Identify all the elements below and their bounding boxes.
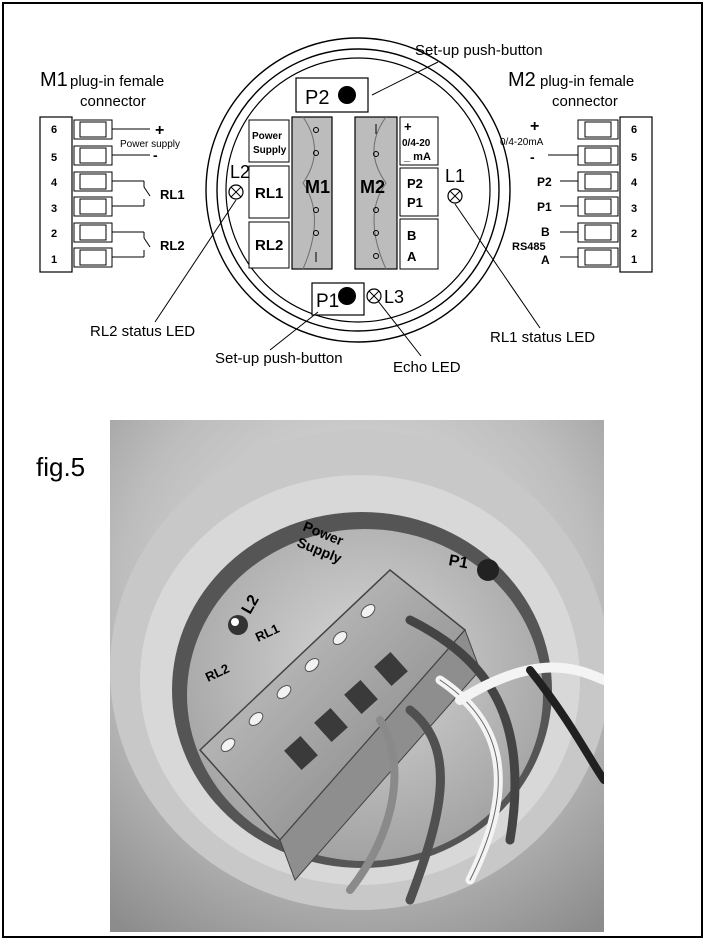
setup-button-bottom-callout: Set-up push-button (215, 350, 343, 367)
m2-title-line2: connector (552, 93, 618, 110)
m2-pin-3: 3 (631, 203, 637, 215)
p2-button-label: P2 (305, 87, 329, 109)
m2-terminal-slots (577, 119, 619, 268)
photo-p1-marking: P1 (447, 552, 469, 572)
m2-minus-label: - (530, 149, 535, 165)
figure-label: fig.5 (36, 452, 86, 482)
m2-board-label: M2 (360, 177, 385, 197)
setup-button-top-callout: Set-up push-button (415, 42, 543, 59)
power-label: Power (252, 131, 282, 142)
m1-pin-3: 3 (51, 203, 57, 215)
m2-p2-label: P2 (407, 176, 423, 191)
m2-a-label: A (541, 253, 550, 267)
m1-pin-5: 5 (51, 152, 57, 164)
power-supply-box (248, 119, 290, 163)
m2-current-label: 0/4-20mA (500, 137, 544, 148)
m2-connector-body (619, 116, 653, 273)
m1-board-label: M1 (305, 177, 330, 197)
m2-plus-label: + (530, 118, 539, 135)
m1-rl2-label: RL2 (160, 238, 185, 253)
m1-title-line2: connector (80, 93, 146, 110)
m2-pin-1: 1 (631, 254, 637, 266)
m2-pin-5: 5 (631, 152, 637, 164)
m1-pin-2: 2 (51, 228, 57, 240)
m1-connector-body (39, 116, 73, 273)
m1-pin-6: 6 (51, 124, 57, 136)
rl1-status-callout: RL1 status LED (490, 329, 595, 346)
m1-terminal-slots (73, 119, 113, 268)
l2-led-label: L2 (230, 162, 250, 182)
m2-p-box (399, 167, 439, 217)
m2-a-label: A (407, 249, 417, 264)
supply-label: Supply (253, 145, 287, 156)
m2-ma-label: _ mA (403, 151, 431, 163)
m1-rl1-label: RL1 (160, 187, 185, 202)
m2-plus-label: + (404, 119, 412, 134)
m2-pin-4: 4 (631, 177, 638, 189)
rl2-status-callout: RL2 status LED (90, 323, 195, 340)
p2-button-dot (338, 86, 356, 104)
rl2-box (248, 221, 290, 269)
m2-p1-label: P1 (537, 200, 552, 214)
m2-p2-label: P2 (537, 175, 552, 189)
m2-pin-2: 2 (631, 228, 637, 240)
m2-range-label: 0/4-20 (402, 138, 431, 149)
m2-b-label: B (407, 228, 416, 243)
m2-ab-box (399, 218, 439, 270)
rl2-board-label: RL2 (255, 237, 283, 254)
rl1-board-label: RL1 (255, 185, 283, 202)
m1-pin-numbers: 6 5 4 3 2 1 (51, 124, 58, 266)
m2-title-rest: plug-in female (540, 73, 634, 90)
m1-plus-label: + (155, 122, 164, 139)
rl1-box (248, 165, 290, 219)
m1-minus-label: - (153, 147, 158, 163)
m2-p1-label: P1 (407, 195, 423, 210)
echo-led-callout: Echo LED (393, 359, 461, 376)
m2-rs485-label: RS485 (512, 241, 546, 253)
m2-current-box (399, 116, 439, 166)
m1-title-rest: plug-in female (70, 73, 164, 90)
m1-pin-4: 4 (51, 177, 58, 189)
l1-led-label: L1 (445, 166, 465, 186)
m2-title-big: M2 (508, 69, 536, 91)
housing-inner-ring (216, 48, 500, 332)
l3-led-label: L3 (384, 287, 404, 307)
housing-outer-ring (205, 37, 511, 343)
connector-photo: Power Supply P1 L2 RL1 RL2 (110, 420, 604, 932)
m2-pin-6: 6 (631, 124, 637, 136)
m1-power-supply-label: Power supply (120, 139, 180, 150)
p1-button-dot (338, 287, 356, 305)
wiring-diagram: P2 P1 L3 L2 L1 Power Supply RL1 RL2 M1 M… (39, 37, 653, 376)
m2-pin-numbers: 6 5 4 3 2 1 (631, 124, 638, 266)
m1-title-big: M1 (40, 69, 68, 91)
m2-terminal-block (354, 116, 398, 270)
p1-button-label: P1 (316, 291, 339, 312)
m1-pin-1: 1 (51, 254, 57, 266)
m2-b-label: B (541, 225, 550, 239)
